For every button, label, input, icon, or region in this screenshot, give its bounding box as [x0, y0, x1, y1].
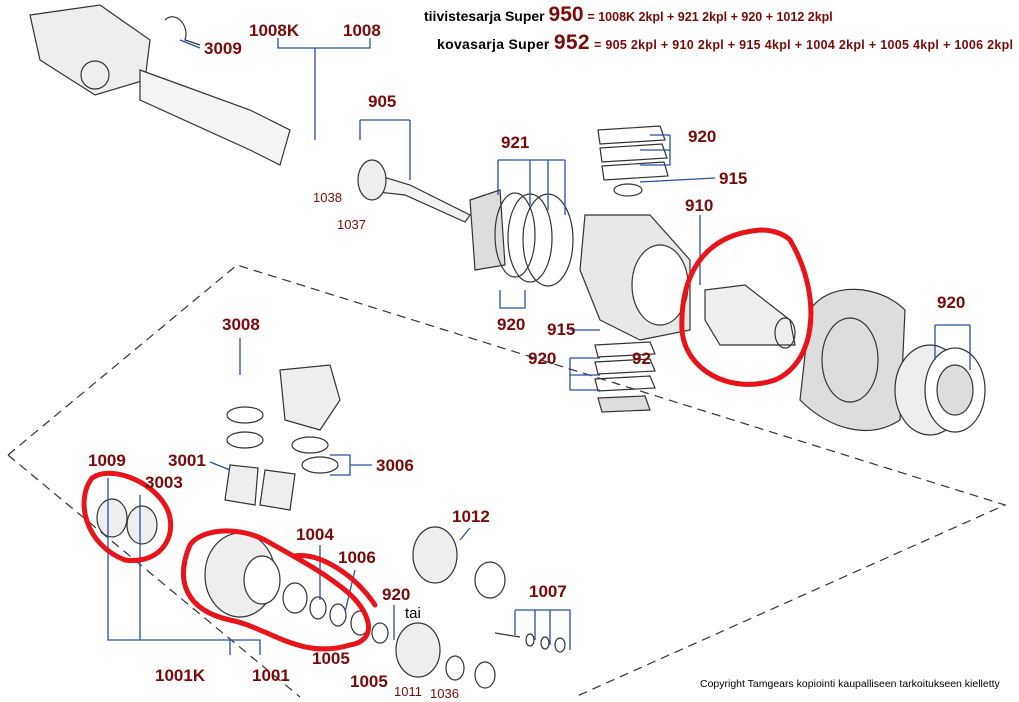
- part-label: 92: [632, 349, 651, 368]
- part-label: 1005: [312, 649, 350, 668]
- backing-plate: [799, 288, 906, 431]
- part-label: 1038: [313, 190, 342, 205]
- part-label: 1037: [337, 217, 366, 232]
- copyright-notice: Copyright Tamgears kopiointi kaupallisee…: [700, 678, 1000, 690]
- part-label: 920: [497, 315, 526, 334]
- hard-kit-name: kovasarja Super: [437, 36, 550, 52]
- pistons: [226, 406, 339, 474]
- part-label: 915: [547, 320, 576, 339]
- or-note: tai: [405, 605, 421, 622]
- gaskets-lower: [594, 341, 656, 413]
- part-label: 915: [719, 169, 748, 188]
- gaskets-upper: [597, 125, 669, 197]
- bearings-1009-3003: [96, 498, 158, 545]
- part-label: 1008K: [249, 21, 300, 40]
- hub-1001: [204, 532, 281, 618]
- brake-drum: [894, 344, 986, 436]
- part-label: 3008: [222, 315, 260, 334]
- part-label: 1011: [394, 684, 422, 699]
- part-label: 1036: [430, 686, 459, 701]
- part-label: 3006: [376, 456, 414, 475]
- spindle: [704, 284, 796, 346]
- studs-1007: [494, 632, 566, 653]
- brake-pads: [224, 464, 296, 511]
- caliper: [279, 364, 341, 431]
- seal-kit-line: tiivistesarja Super 950 = 1008K 2kpl + 9…: [424, 4, 833, 26]
- axle-housing: [29, 4, 291, 166]
- seal-kit-name: tiivistesarja Super: [424, 8, 545, 24]
- drive-flange-1011: [395, 622, 496, 689]
- part-label: 3009: [204, 39, 242, 58]
- hard-kit-number: 952: [553, 31, 590, 54]
- part-label: 1012: [452, 507, 490, 526]
- hard-kit-contents: = 905 2kpl + 910 2kpl + 915 4kpl + 1004 …: [594, 38, 1014, 52]
- seal-kit-number: 950: [548, 3, 584, 26]
- part-label: 920: [528, 349, 557, 368]
- dashed-frame: [7, 264, 1007, 698]
- leader-lines: [107, 38, 971, 655]
- nuts-washers: [282, 582, 389, 644]
- seal-kit-contents: = 1008K 2kpl + 921 2kpl + 920 + 1012 2kp…: [587, 10, 833, 24]
- part-label: 921: [501, 133, 530, 152]
- part-label: 905: [368, 92, 397, 111]
- part-label: 1009: [88, 451, 126, 470]
- part-label: 3003: [145, 473, 183, 492]
- part-label: 3001: [168, 451, 206, 470]
- part-label: 1008: [343, 21, 381, 40]
- red-highlight-circles: [81, 227, 814, 652]
- part-label: 920: [937, 293, 966, 312]
- part-label: 1001: [252, 666, 290, 685]
- part-label: 1006: [338, 548, 376, 567]
- seal-rings: [469, 189, 574, 287]
- part-label: 920: [382, 585, 411, 604]
- part-label: 920: [688, 127, 717, 146]
- locking-hub-1012: [412, 526, 506, 599]
- part-label: 1007: [529, 582, 567, 601]
- hard-kit-line: kovasarja Super 952 = 905 2kpl + 910 2kp…: [437, 32, 1013, 54]
- part-label: 1001K: [155, 666, 206, 685]
- part-label: 910: [685, 196, 714, 215]
- part-label: 1005: [350, 672, 388, 691]
- part-label: 1004: [296, 525, 334, 544]
